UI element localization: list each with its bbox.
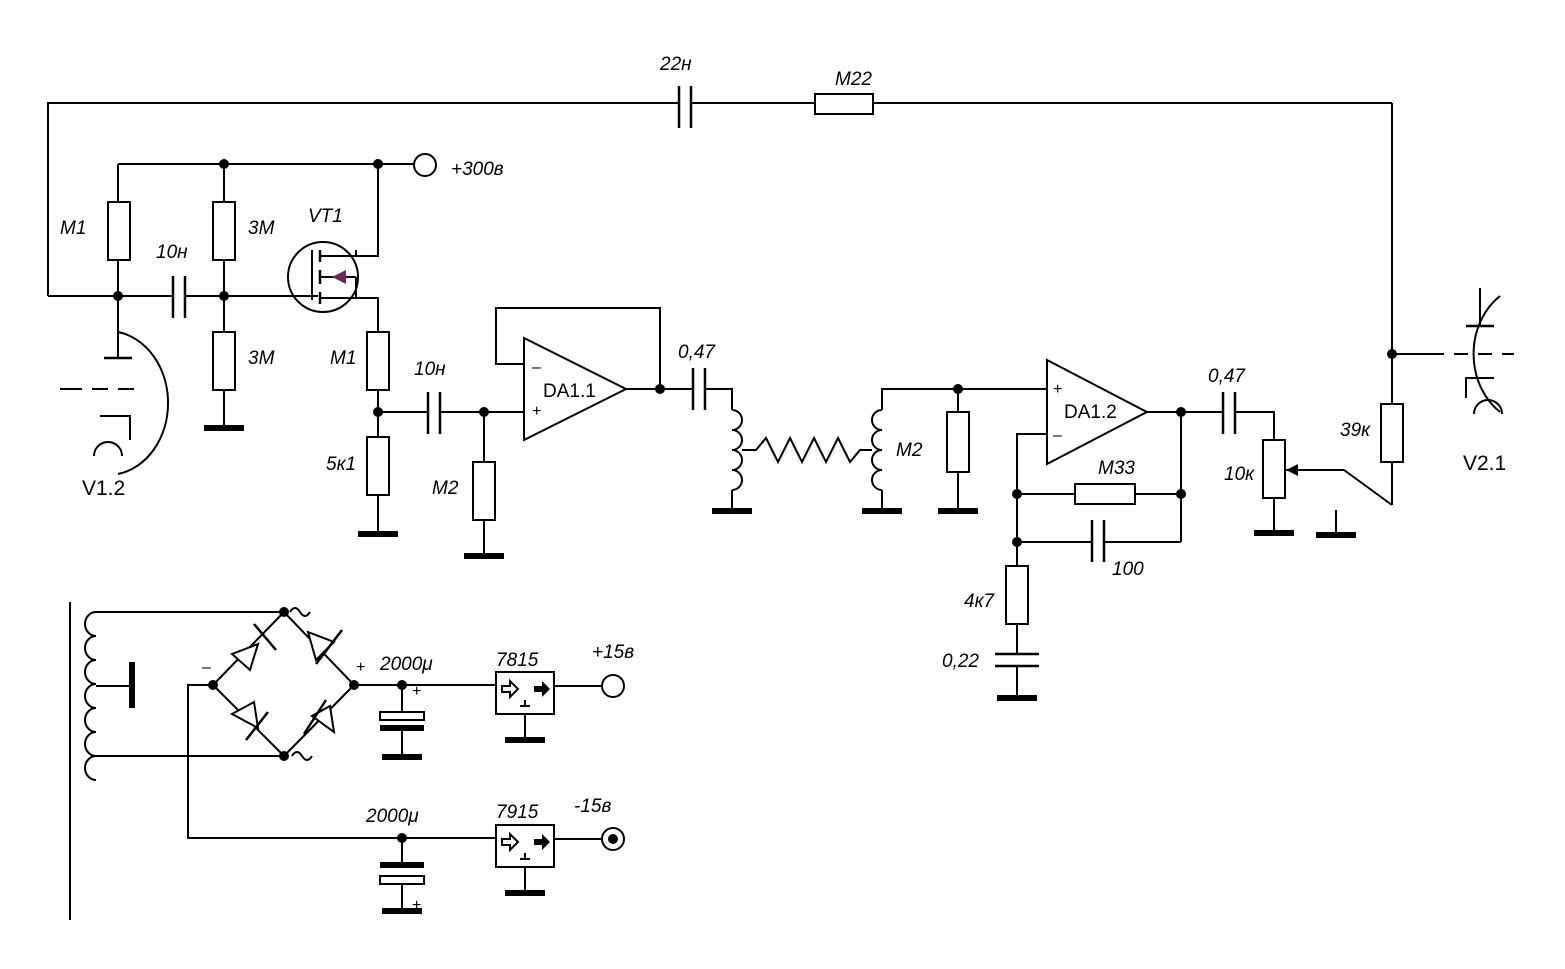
resistor-3m-top: [212, 201, 236, 261]
capacitor-100: [1090, 520, 1106, 562]
resistor-m2-in: [472, 461, 496, 521]
pin-minus-da12: –: [1053, 427, 1062, 444]
capacitor-022: [995, 652, 1039, 668]
resistor-m1-source: [366, 331, 390, 391]
label-4k7: 4к7: [964, 591, 996, 612]
opamp-da11: – + DA1.1: [495, 307, 692, 442]
input-stage: +300в М1 10н 3М 3М: [48, 153, 524, 559]
resistor-da12-in: [946, 411, 970, 473]
resistor-m33: [1074, 483, 1136, 505]
terminal-300v: [413, 153, 437, 177]
resistor-m22: [814, 93, 874, 115]
potentiometer-10k: [1254, 439, 1344, 536]
label-047-b: 0,47: [1208, 366, 1246, 387]
mosfet-arrow-icon: [332, 270, 346, 284]
terminal-p15: [601, 674, 625, 698]
label-100: 100: [1112, 559, 1144, 580]
label-v12: V1.2: [82, 477, 125, 500]
input-switch: [1316, 469, 1393, 538]
resistor-4k7: [1005, 565, 1029, 625]
capacitor-2000-a: [379, 711, 425, 731]
label-10n-b: 10н: [414, 359, 446, 380]
label-300v: +300в: [451, 159, 504, 180]
label-m22: М22: [835, 69, 872, 90]
capacitor-047-b: [1221, 392, 1237, 434]
label-bridge-minus: –: [202, 659, 211, 676]
label-da12: DA1.2: [1064, 402, 1117, 423]
transformer-winding: [84, 611, 97, 781]
label-m1-source: М1: [330, 348, 356, 369]
capacitor-10n-a: [171, 276, 187, 318]
label-m2-in: М2: [432, 478, 459, 499]
pin-plus-da12: +: [1053, 381, 1062, 398]
opamp-da12: + – DA1.2: [1046, 358, 1150, 466]
label-10n-a: 10н: [156, 242, 188, 263]
feedback-loop: 22н М22: [47, 54, 1393, 404]
terminal-m15: [601, 827, 625, 851]
pin-plus-da11: +: [532, 403, 541, 420]
label-10k: 10к: [1224, 464, 1255, 485]
label-22n: 22н: [659, 54, 692, 75]
resistor-5k1: [366, 436, 390, 496]
label-047-a: 0,47: [678, 342, 716, 363]
label-c2000a-plus: +: [412, 683, 421, 700]
power-supply: – + + 2000μ 7815 +15в: [69, 602, 634, 920]
capacitor-22n: [677, 86, 693, 128]
junction-dots: [113, 159, 1397, 843]
pin-minus-da11: –: [532, 359, 541, 376]
label-022: 0,22: [942, 651, 979, 672]
resistor-m1-top: [107, 201, 131, 261]
label-vt1: VT1: [308, 206, 343, 227]
label-m2-coil: М2: [896, 440, 923, 461]
label-3m-top: 3М: [248, 218, 275, 239]
label-5k1: 5к1: [326, 454, 356, 475]
capacitor-047-a: [691, 368, 707, 410]
label-m15: -15в: [574, 796, 611, 817]
resistor-39k: [1380, 403, 1404, 463]
coil-right: [862, 388, 1047, 514]
label-p15: +15в: [592, 642, 634, 663]
label-2000-a: 2000μ: [379, 654, 433, 675]
label-39k: 39к: [1340, 420, 1371, 441]
capacitor-10n-b: [426, 392, 442, 434]
coil-left: [712, 409, 752, 514]
label-da11: DA1.1: [543, 381, 596, 402]
label-bridge-plus: +: [356, 659, 365, 676]
label-2000-b: 2000μ: [365, 806, 419, 827]
label-c2000b-plus: +: [412, 897, 421, 914]
capacitor-2000-b: [379, 862, 425, 885]
label-m33: М33: [1098, 458, 1135, 479]
diode-bridge: [212, 611, 355, 757]
mosfet-vt1: [287, 241, 359, 313]
regulator-7915: [495, 824, 555, 896]
label-v21: V2.1: [1463, 452, 1506, 475]
tube-v21: V2.1: [1392, 288, 1514, 475]
label-3m-bottom: 3М: [248, 348, 275, 369]
label-7915: 7915: [496, 802, 539, 823]
label-m1-top: М1: [60, 218, 86, 239]
resistor-3m-bottom: [212, 331, 236, 391]
regulator-7815: [495, 671, 555, 743]
label-7815: 7815: [496, 650, 539, 671]
zigzag-resistor: [742, 435, 872, 465]
tube-v12: V1.2: [60, 296, 169, 500]
